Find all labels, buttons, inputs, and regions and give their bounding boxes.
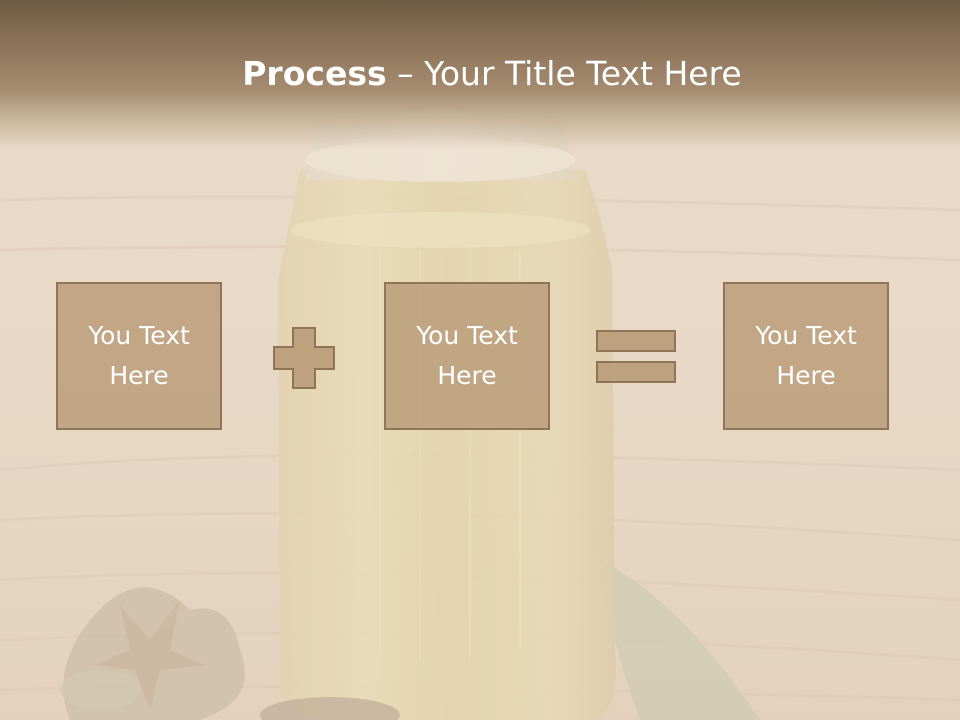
title-dash: – [386,54,425,93]
header-bar [0,0,960,150]
slide-title[interactable]: Process – Your Title Text Here [0,52,960,96]
process-box-1-label: You Text Here [88,321,190,390]
process-box-1[interactable]: You Text Here [56,282,222,430]
title-bold-word: Process [242,54,387,93]
process-box-3[interactable]: You Text Here [723,282,889,430]
equals-icon [596,330,676,383]
process-box-2-label: You Text Here [416,321,518,390]
process-box-2[interactable]: You Text Here [384,282,550,430]
plus-icon [273,327,335,389]
title-text: Your Title Text Here [424,54,742,93]
process-box-3-label: You Text Here [755,321,857,390]
